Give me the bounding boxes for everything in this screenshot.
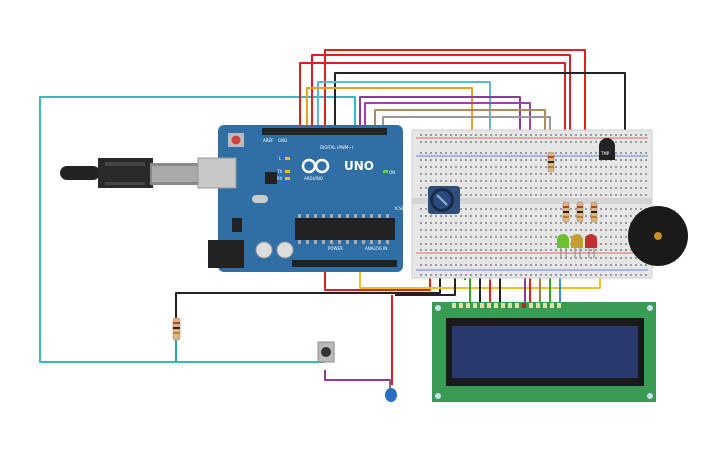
potentiometer-icon [428, 186, 460, 214]
board-power-label: POWER [328, 246, 343, 251]
resistor-icon [576, 201, 584, 223]
resistor-icon [547, 151, 555, 173]
wire-red-button [324, 370, 391, 395]
temp-sensor-label: TMP [600, 151, 610, 156]
resistor-icon [562, 201, 570, 223]
lcd-pin-header [452, 303, 561, 308]
wire-red-top-1 [299, 62, 566, 170]
wire-red-power [324, 268, 431, 291]
board-gnd-label: GND [278, 138, 287, 143]
wire-black-top [334, 72, 626, 140]
wire-red-top-3 [311, 54, 571, 140]
resistor-icon [172, 317, 181, 341]
led-icon [571, 234, 583, 258]
led-icon [557, 234, 569, 258]
board-tx-label: TX [276, 169, 282, 174]
wire-brown [374, 109, 546, 140]
board-on-label: ON [389, 170, 395, 175]
wire-teal-button [39, 96, 356, 363]
arduino-logo-icon [301, 158, 330, 174]
board-rx-label: RX [277, 176, 283, 181]
board-brand-text: ARDUINO [304, 176, 323, 181]
capacitor-icon [385, 380, 397, 402]
pushbutton-icon [317, 341, 335, 363]
led-icon [585, 234, 597, 258]
wire-purple-1 [359, 96, 521, 160]
resistor-icon [590, 201, 598, 223]
wire-red-top-2 [324, 49, 586, 200]
board-aref-label: AREF [263, 138, 274, 143]
board-icsp-label: ICSP [395, 206, 405, 211]
board-l-label: L [279, 156, 282, 161]
buzzer-icon [628, 206, 688, 266]
board-logo-text: UNO [344, 159, 374, 173]
temperature-sensor-icon: TMP [599, 138, 615, 160]
board-analog-label: ANALOG IN [365, 246, 387, 251]
usb-cable-icon [60, 158, 200, 188]
breadboard-holes [420, 134, 647, 276]
wire-black-resistor [175, 275, 441, 320]
lcd-display-icon [432, 302, 656, 402]
arduino-uno-board: UNO ARDUINO DIGITAL (PWM~) POWER ANALOG … [197, 125, 405, 272]
board-digital-label: DIGITAL (PWM~) [320, 145, 354, 150]
